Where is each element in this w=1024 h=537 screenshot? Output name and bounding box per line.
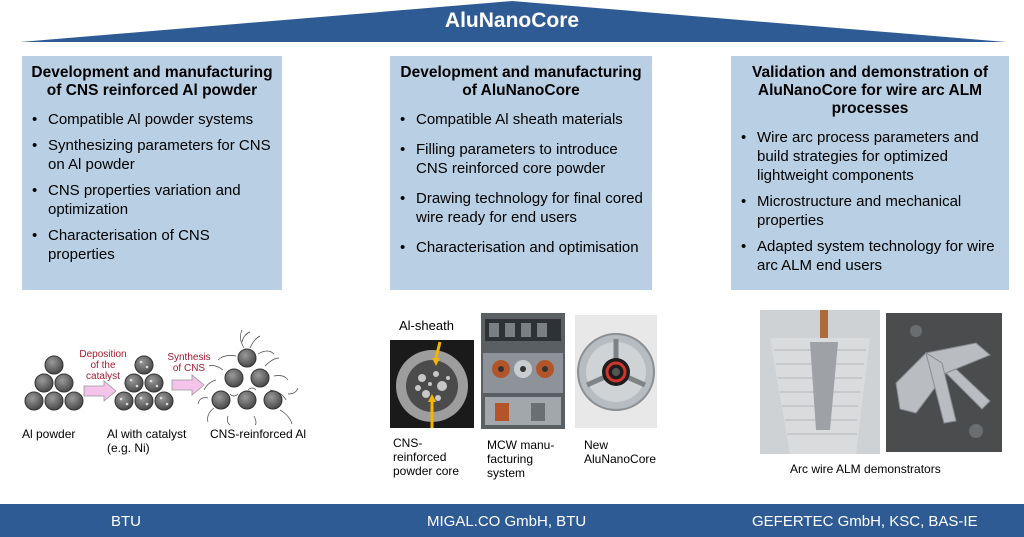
- column-wire: Development and manufacturing of AluNano…: [390, 56, 652, 290]
- bullet-item: Adapted system technology for wire arc A…: [739, 237, 1001, 275]
- al-sheath-label: Al-sheath: [399, 318, 454, 333]
- label-cns-al: CNS-reinforced Al: [210, 427, 307, 441]
- core-caption: CNS-reinforced powder core: [393, 436, 460, 478]
- column-validation: Validation and demonstration of AluNanoC…: [731, 56, 1009, 290]
- new-wire-caption: New AluNanoCore: [584, 438, 657, 466]
- footer-right: GEFERTEC GmbH, KSC, BAS-IE: [752, 513, 978, 530]
- mcw-caption: MCW manu-facturing system: [487, 438, 555, 480]
- label-al-catalyst: Al with catalyst (e.g. Ni): [107, 427, 187, 455]
- arrow-shape: [171, 374, 205, 396]
- cns-reinforced-particles: [197, 329, 299, 425]
- bullet-item: CNS properties variation and optimizatio…: [30, 181, 274, 219]
- bullet-item: Drawing technology for final cored wire …: [398, 189, 644, 227]
- powder-process-diagram: [24, 329, 299, 425]
- bullet-item: Compatible Al sheath materials: [398, 110, 644, 129]
- alm-wall-image: [760, 310, 880, 454]
- arrow-label-deposition: Deposition of the catalyst: [79, 349, 127, 382]
- bullet-item: Compatible Al powder systems: [30, 110, 274, 129]
- arrow-shape: [83, 380, 117, 402]
- bullet-list: Wire arc process parameters and build st…: [739, 128, 1001, 275]
- al-powder-particles: [24, 355, 84, 411]
- bullet-item: Characterisation and optimisation: [398, 238, 644, 257]
- bullet-item: Filling parameters to introduce CNS rein…: [398, 140, 644, 178]
- column-powder: Development and manufacturing of CNS rei…: [22, 56, 282, 290]
- column-heading: Development and manufacturing of CNS rei…: [31, 64, 273, 99]
- wire-cross-section-image: [390, 340, 474, 428]
- page-title: AluNanoCore: [444, 9, 580, 32]
- mcw-system-image: [481, 313, 565, 429]
- column-heading: Development and manufacturing of AluNano…: [400, 64, 642, 99]
- label-al-powder: Al powder: [22, 427, 76, 441]
- bullet-item: Wire arc process parameters and build st…: [739, 128, 1001, 185]
- header-banner: [20, 1, 1006, 42]
- column-heading: Validation and demonstration of AluNanoC…: [752, 64, 988, 117]
- alm-caption: Arc wire ALM demonstrators: [790, 462, 941, 476]
- bullet-item: Microstructure and mechanical properties: [739, 192, 1001, 230]
- wire-spool-image: [575, 315, 657, 428]
- bullet-list: Compatible Al sheath materials Filling p…: [398, 110, 644, 257]
- catalyst-particles: [114, 355, 174, 411]
- bullet-item: Synthesizing parameters for CNS on Al po…: [30, 136, 274, 174]
- arrow-label-synthesis: Synthesis of CNS: [167, 352, 211, 374]
- alm-part-image: [886, 313, 1002, 452]
- cns-particles: [211, 348, 283, 410]
- footer-left: BTU: [111, 513, 141, 530]
- bullet-list: Compatible Al powder systems Synthesizin…: [30, 110, 274, 264]
- bullet-item: Characterisation of CNS properties: [30, 226, 274, 264]
- footer-center: MIGAL.CO GmbH, BTU: [427, 513, 587, 530]
- footer-bar: BTU MIGAL.CO GmbH, BTU GEFERTEC GmbH, KS…: [0, 504, 1024, 537]
